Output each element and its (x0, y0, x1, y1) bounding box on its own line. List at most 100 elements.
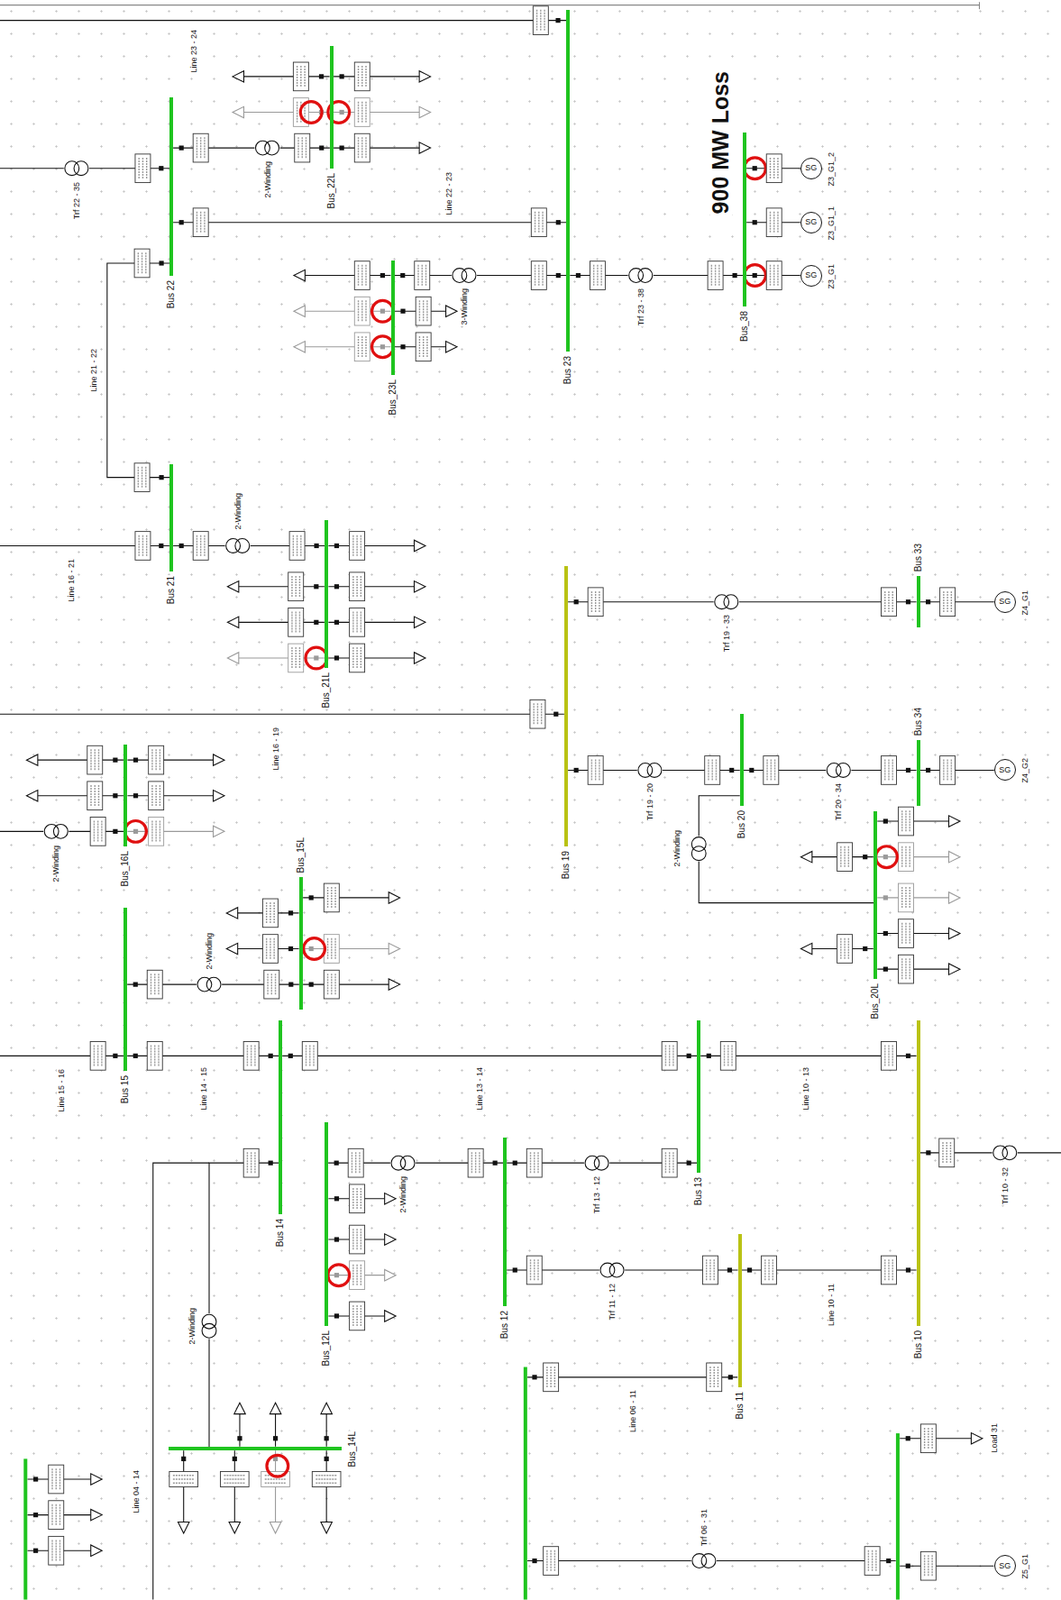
load-symbol (384, 1193, 396, 1205)
result-box (526, 1148, 542, 1178)
result-box (48, 1500, 65, 1530)
bus-label-holder: Bus_12L (320, 1329, 332, 1367)
breaker-symbol (288, 946, 293, 952)
load-symbol (293, 305, 305, 317)
result-box (766, 208, 782, 238)
element-label-holder: Line 16 - 19 (271, 726, 281, 772)
bus-label: Bus 11 (734, 1390, 746, 1420)
breaker-symbol (752, 273, 758, 278)
transformer-ground (713, 594, 740, 611)
load-symbol (320, 1402, 332, 1414)
breaker-symbol (179, 146, 184, 151)
transformer-symbol (201, 1314, 217, 1338)
breaker-symbol (334, 1313, 339, 1318)
load-feeder (243, 75, 330, 77)
breaker-symbol (576, 273, 581, 278)
busbar: Bus_16L (123, 744, 128, 847)
line-label-holder: Trf 20 - 34 (833, 782, 843, 822)
line-label-holder: Trf 13 - 12 (592, 1175, 602, 1215)
line-label-holder: Line 21 - 22 (89, 347, 99, 394)
breaker-symbol (334, 1272, 339, 1278)
breaker-symbol (493, 1161, 498, 1166)
line-label: 2-Winding (398, 1175, 408, 1215)
breaker-symbol (728, 1374, 733, 1380)
busbar (523, 1367, 528, 1600)
result-box (349, 1184, 366, 1214)
breaker-symbol (925, 1150, 931, 1155)
load-feeder (37, 795, 124, 796)
line-label-holder: Line 13 - 14 (475, 1066, 485, 1112)
line-connector (282, 1055, 697, 1057)
line-label: Trf 11 - 12 (607, 1282, 617, 1322)
element-label: Line 06 - 11 (628, 1389, 638, 1434)
bus-label-holder: Bus_22L (326, 172, 338, 210)
breaker-symbol (905, 599, 911, 604)
breaker-symbol (400, 344, 405, 349)
result-box (294, 133, 311, 163)
element-label: Trf 06 - 31 (699, 1508, 709, 1547)
generator-name-holder: Z3_G1 (826, 263, 836, 291)
breaker-symbol (747, 1267, 752, 1272)
transformer-ground (196, 976, 222, 993)
bus-label-holder: Bus_23L (387, 378, 399, 416)
bus-label-holder: Bus 10 (913, 1329, 924, 1360)
result-box (354, 98, 370, 128)
bus-label: Bus_20L (869, 982, 881, 1020)
load-symbol (26, 790, 37, 802)
element-label-holder: Line 16 - 21 (66, 557, 76, 604)
load-feeder (302, 948, 389, 950)
result-box (940, 756, 956, 786)
bus-label: Bus_16L (119, 850, 131, 888)
bus-label-holder: Bus 14 (274, 1217, 286, 1248)
bus-label: Bus 19 (560, 850, 572, 880)
load-symbol (800, 942, 812, 954)
load-symbol (26, 754, 37, 766)
load-symbol (949, 963, 961, 975)
generator-name-holder: Z4_G1 (1020, 589, 1030, 617)
breaker-symbol (339, 73, 345, 79)
load-feeder (304, 346, 391, 348)
result-box (192, 133, 209, 163)
load-symbol (419, 142, 430, 154)
generator-name-holder: Z5_G1 (1020, 1553, 1030, 1581)
result-box (48, 1536, 65, 1565)
bus-label: Bus 13 (693, 1176, 705, 1207)
load-feeder (328, 621, 414, 623)
result-box (837, 842, 853, 872)
result-box (920, 1424, 936, 1454)
breaker-symbol (319, 73, 324, 79)
breaker-symbol (749, 768, 754, 773)
load-symbol (446, 341, 458, 353)
result-box (262, 898, 278, 928)
busbar: Bus_38 (742, 132, 747, 306)
load-symbol (227, 581, 238, 593)
result-box (349, 1261, 366, 1290)
bus-label: Bus_21L (320, 671, 332, 709)
highlight-circle (328, 1264, 350, 1287)
breaker-symbol (925, 768, 931, 773)
result-box (289, 531, 305, 561)
result-box (415, 332, 431, 362)
generator-symbol: SGZ3_G1_1 (800, 211, 823, 234)
frame-line (0, 4, 979, 6)
line-connector (698, 795, 874, 904)
transformer-symbol (391, 1155, 415, 1171)
transformer-symbol (64, 161, 89, 176)
breaker-symbol (905, 1267, 911, 1272)
generator-name-holder: Z3_G1_1 (826, 205, 836, 242)
generator-name: Z4_G1 (1020, 589, 1030, 617)
breaker-symbol (33, 1512, 38, 1518)
breaker-symbol (512, 1267, 518, 1272)
result-box (192, 531, 209, 561)
result-box (704, 756, 721, 786)
highlight-circle (372, 336, 394, 358)
result-box (766, 154, 782, 183)
load-symbol (419, 71, 430, 83)
breaker-symbol (313, 655, 319, 660)
result-box (526, 1255, 542, 1285)
line-connector (567, 601, 916, 603)
transformer-symbol (638, 763, 662, 778)
result-box (881, 587, 897, 617)
breaker-symbol (555, 18, 560, 23)
result-box (264, 969, 280, 999)
